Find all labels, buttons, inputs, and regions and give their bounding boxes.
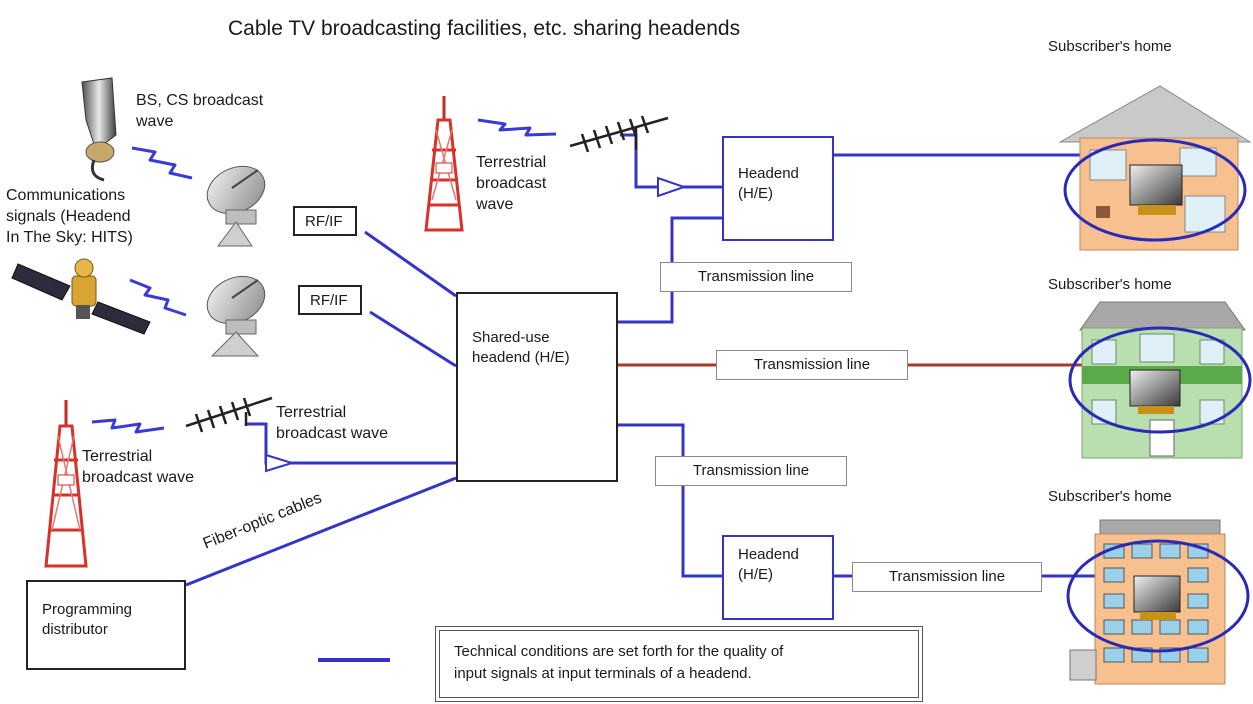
- legend-note-box: Technical conditions are set forth for t…: [435, 626, 923, 702]
- wave-hits-icon: [129, 278, 187, 317]
- headend-top-box: Headend (H/E): [722, 136, 834, 241]
- headend-bottom-label: Headend (H/E): [738, 546, 799, 583]
- line-shared-to-bottom-headend: [618, 423, 722, 578]
- radio-waves: [91, 118, 557, 434]
- rfif-bottom-label: RF/IF: [310, 292, 348, 309]
- line-rfif-bottom-to-shared: [369, 310, 457, 368]
- legend-note-inner-border: [439, 630, 919, 698]
- rfif-bottom-box: RF/IF: [298, 285, 362, 315]
- house-mid-highlight: [1068, 326, 1252, 434]
- line-fiber-to-programming: [185, 476, 457, 587]
- legend-note-text: Technical conditions are set forth for t…: [454, 643, 784, 682]
- tower-left-icon: [44, 400, 88, 568]
- transmission-line-upper: Transmission line: [660, 262, 852, 292]
- headend-bottom-box: Headend (H/E): [722, 535, 834, 620]
- house-bottom-icon: [1069, 519, 1226, 685]
- shared-headend-label: Shared-use headend (H/E): [472, 329, 570, 366]
- house-mid-icon: [1079, 301, 1246, 459]
- label-hits: Communications signals (Headend In The S…: [6, 187, 133, 246]
- transmission-line-right-bottom: Transmission line: [852, 562, 1042, 592]
- ground-dish-bottom-icon: [206, 275, 266, 357]
- label-subscriber-top: Subscriber's home: [1048, 38, 1172, 55]
- wave-left-tower-icon: [91, 418, 165, 434]
- rfif-top-box: RF/IF: [293, 206, 357, 236]
- ground-dish-top-icon: [206, 165, 266, 247]
- transmission-line-lower: Transmission line: [655, 456, 847, 486]
- label-subscriber-mid: Subscriber's home: [1048, 276, 1172, 293]
- transmission-line-middle: Transmission line: [716, 350, 908, 380]
- satellite-icon: [11, 258, 151, 335]
- house-bottom-highlight: [1066, 539, 1250, 653]
- bs-cs-dish-icon: [81, 77, 117, 182]
- label-terrestrial-left-antenna: Terrestrial broadcast wave: [276, 404, 389, 442]
- house-top-highlight: [1063, 138, 1247, 242]
- amplifier-top-icon: [657, 176, 688, 198]
- yagi-antenna-left-icon: [185, 396, 273, 433]
- programming-distributor-box: Programming distributor: [26, 580, 186, 670]
- page-title: Cable TV broadcasting facilities, etc. s…: [228, 17, 741, 40]
- label-terrestrial-top: Terrestrial broadcast wave: [476, 154, 547, 213]
- yagi-antenna-top-icon: [569, 115, 669, 153]
- headend-top-label: Headend (H/E): [738, 165, 799, 202]
- rfif-top-label: RF/IF: [305, 213, 343, 230]
- label-terrestrial-left-tower: Terrestrial broadcast wave: [82, 448, 195, 486]
- label-subscriber-bottom: Subscriber's home: [1048, 488, 1172, 505]
- wave-bs-icon: [131, 146, 193, 180]
- amplifier-left-icon: [265, 453, 296, 473]
- shared-headend-box: Shared-use headend (H/E): [456, 292, 618, 482]
- wave-top-tower-icon: [477, 118, 557, 137]
- programming-distributor-label: Programming distributor: [42, 601, 133, 638]
- line-left-antenna-to-shared: [246, 422, 456, 465]
- connection-lines: [185, 133, 1145, 587]
- label-bs-cs-wave: BS, CS broadcast wave: [136, 92, 264, 130]
- tower-top-icon: [424, 96, 464, 232]
- line-rfif-top-to-shared: [364, 230, 457, 298]
